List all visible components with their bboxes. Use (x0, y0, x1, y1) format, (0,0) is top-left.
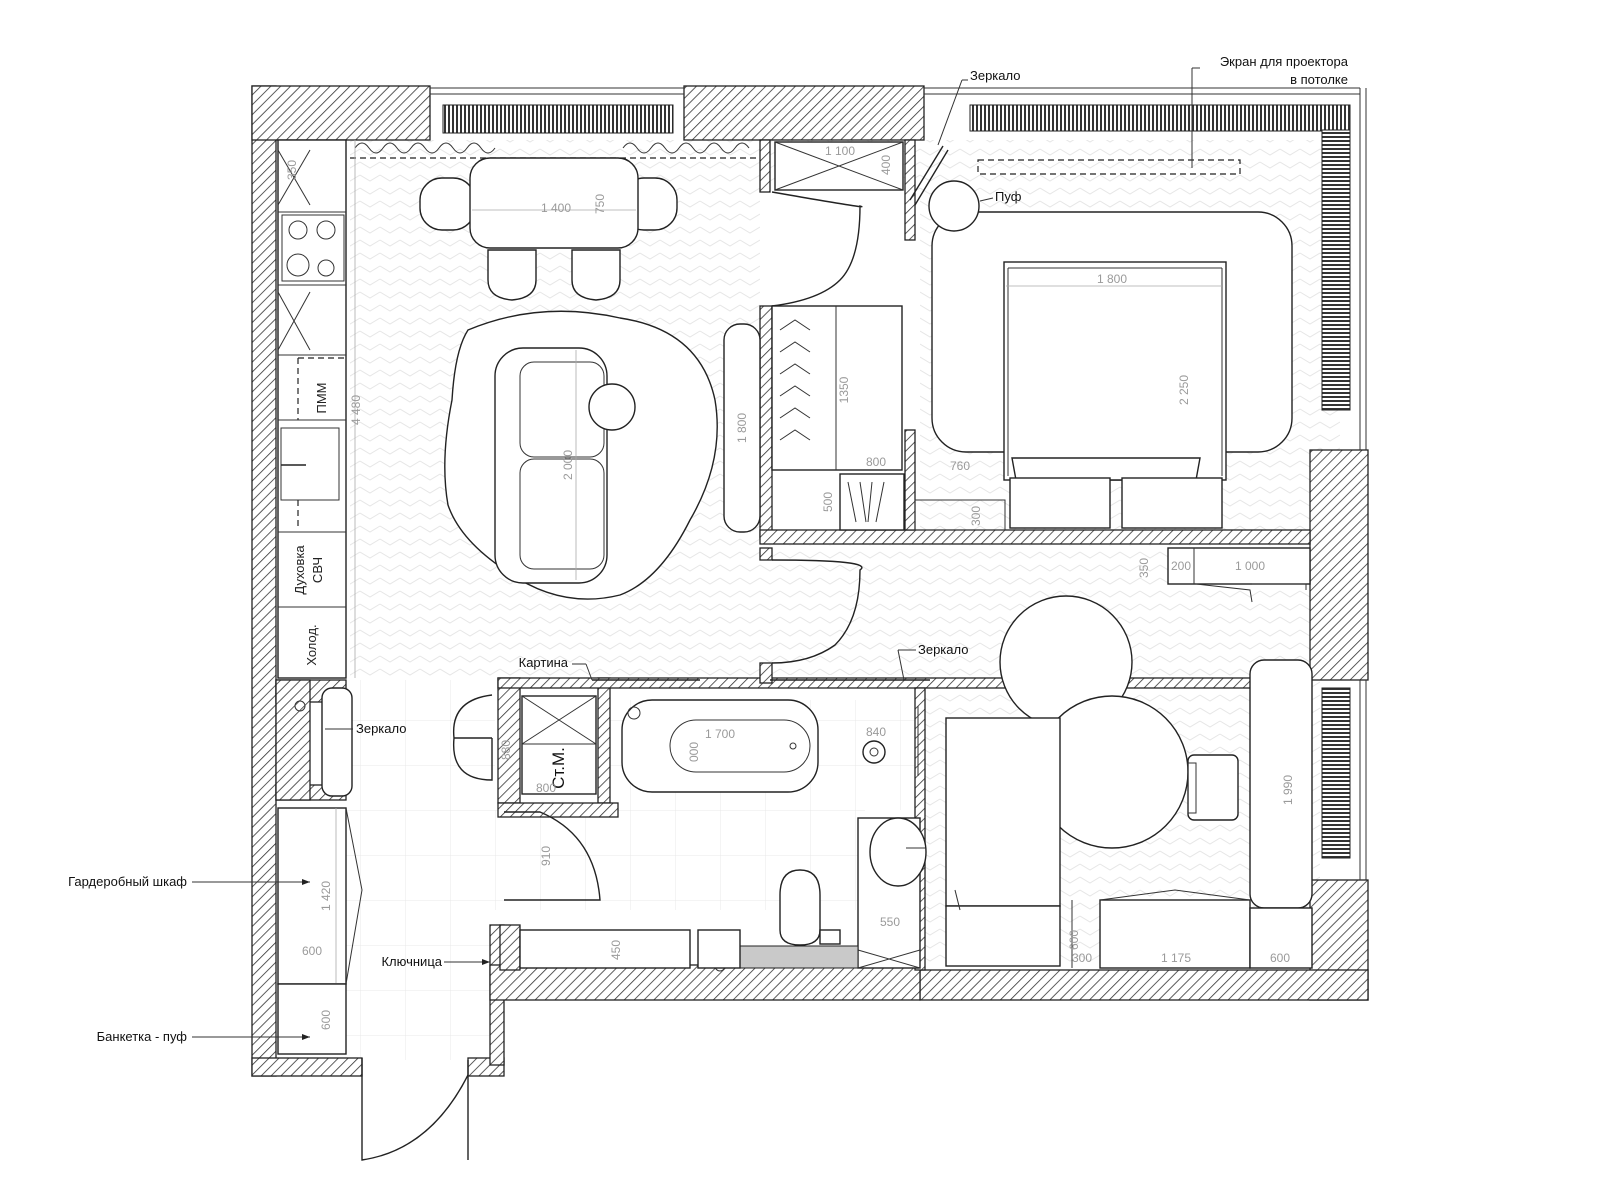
kitchen-dim-350: 350 (285, 160, 299, 180)
side-table (588, 383, 636, 431)
hall-600b-dim: 600 (319, 1010, 333, 1030)
bathtub (621, 699, 819, 793)
hall-mirror (321, 687, 353, 797)
dining-table (469, 157, 639, 249)
label-projector-screen-2: в потолке (1290, 72, 1348, 87)
chair (419, 177, 476, 231)
hall-wardrobe (277, 807, 347, 985)
closet-depth-dim: 1350 (837, 376, 851, 403)
hall-bench (519, 929, 691, 969)
windows (350, 87, 1367, 880)
projector-screen (977, 159, 1241, 175)
walls (251, 85, 1369, 1077)
bench (1009, 477, 1111, 529)
label-wardrobe: Гардеробный шкаф (68, 874, 187, 889)
kitchen-length-dim: 4 480 (349, 395, 363, 425)
chair (571, 249, 621, 301)
label-mirror-hall: Зеркало (356, 721, 406, 736)
hall-wardrobe-dim: 1 420 (319, 881, 333, 911)
label-key-holder: Ключница (381, 954, 442, 969)
study-area: 1 990 600 300 1 175 600 (945, 595, 1313, 969)
label-bench-pouf: Банкетка - пуф (97, 1029, 188, 1044)
shelf-1000-dim: 1 000 (1235, 559, 1265, 573)
laundry-w-dim: 800 (536, 781, 556, 795)
radiator (1321, 129, 1351, 411)
toilet (779, 869, 821, 946)
nightstand-w-dim: 760 (950, 459, 970, 473)
living-area: 2 000 1 800 (444, 310, 761, 600)
closet-width-dim: 800 (866, 455, 886, 469)
fridge-label: Холод. (304, 624, 319, 665)
pouf (928, 180, 980, 232)
mirror-unit-w-dim: 1 100 (825, 144, 855, 158)
table-width-dim: 750 (593, 194, 607, 214)
table-length-dim: 1 400 (541, 201, 571, 215)
hall-bench-dim: 450 (609, 940, 623, 960)
bench (1121, 477, 1223, 529)
cab-300-dim: 300 (1072, 951, 1092, 965)
tv-unit (723, 323, 761, 533)
nightstand-d-dim: 300 (969, 506, 983, 526)
sink-small (862, 740, 886, 764)
closet-low-dim: 500 (821, 492, 835, 512)
bedroom: 1 800 2 250 760 300 (914, 67, 1293, 531)
radiator (442, 104, 674, 134)
bath-length-dim: 1 700 (705, 727, 735, 741)
annotations: Зеркало Экран для проектора в потолке Пу… (68, 54, 1349, 1044)
sink-unit-dim: 840 (866, 725, 886, 739)
dishwasher-label: ПММ (314, 382, 329, 413)
wash-basin (869, 817, 927, 887)
cab-600-right-dim: 600 (1270, 951, 1290, 965)
bathroom: 1 700 000 840 Ст.М. 800 880 550 910 (499, 695, 927, 969)
shelf-350-dim: 350 (1137, 558, 1151, 578)
bed-width-dim: 1 800 (1097, 272, 1127, 286)
cooktop (281, 214, 345, 282)
laundry-unit (521, 695, 597, 795)
kitchen-unit: 350 ПММ Духовка СВЧ Холод. 4 480 (277, 139, 363, 679)
bench-pouf (277, 983, 347, 1055)
shelf-200-dim: 200 (1171, 559, 1191, 573)
label-mirror-top: Зеркало (970, 68, 1020, 83)
doors (361, 145, 949, 1161)
vanity-dim: 550 (880, 915, 900, 929)
corridor-door-dim: 910 (539, 846, 553, 866)
oven-label-2: СВЧ (310, 557, 325, 583)
closet: 1350 800 500 1 100 400 (771, 141, 905, 531)
entrance-hall: 1 420 600 600 450 (277, 687, 741, 1055)
label-projector-screen-1: Экран для проектора (1220, 54, 1349, 69)
radiator (969, 104, 1351, 132)
mirror-unit-d-dim: 400 (879, 155, 893, 175)
sink (280, 427, 340, 501)
label-pouf: Пуф (995, 189, 1022, 204)
sofa-length-dim: 2 000 (561, 450, 575, 480)
desk-length-dim: 1 990 (1281, 775, 1295, 805)
corridor-shelves: 200 1 000 350 (1137, 547, 1311, 603)
radiator (1321, 687, 1351, 859)
laundry-d-dim: 880 (499, 740, 513, 760)
cab-1175-dim: 1 175 (1161, 951, 1191, 965)
label-mirror-corridor: Зеркало (918, 642, 968, 657)
hall-600a-dim: 600 (302, 944, 322, 958)
dining-set: 1 400 750 (419, 157, 678, 301)
label-painting: Картина (519, 655, 569, 670)
bath-depth-dim: 000 (687, 742, 701, 762)
bed-length-dim: 2 250 (1177, 375, 1191, 405)
sofa (494, 347, 608, 584)
desk (945, 717, 1061, 907)
bed (1003, 261, 1227, 481)
oven-label-1: Духовка (292, 545, 307, 595)
tv-unit-dim: 1 800 (735, 413, 749, 443)
cab-600-left-dim: 600 (1067, 930, 1081, 950)
laundry-label: Ст.М. (549, 747, 568, 789)
chair (487, 249, 537, 301)
